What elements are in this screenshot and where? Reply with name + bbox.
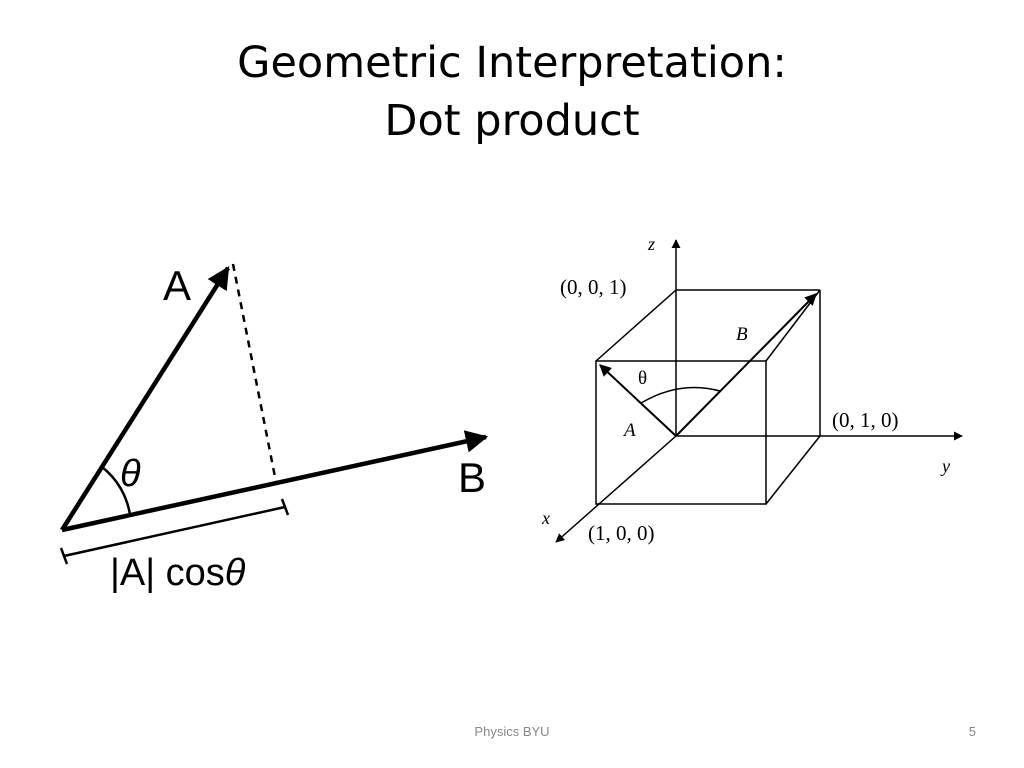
page-number: 5 <box>968 724 976 739</box>
point-y-label: (0, 1, 0) <box>832 408 899 432</box>
cube-diagram: z y x (0, 0, 1) (0, 1, 0) (1, 0, 0) A B … <box>541 234 963 545</box>
vector-a-arrow <box>60 266 230 532</box>
angle-label: θ <box>638 368 647 389</box>
slide-title-line-1: Geometric Interpretation: <box>237 38 787 88</box>
vector-a-label: A <box>163 262 191 309</box>
projection-label-theta: θ <box>225 552 246 594</box>
axis-z-label: z <box>647 234 655 254</box>
point-x-label: (1, 0, 0) <box>588 521 655 545</box>
projection-diagram: A B θ |A| cosθ <box>59 262 489 594</box>
vector-b-label: B <box>458 454 486 501</box>
slide-title-line-2: Dot product <box>384 96 640 146</box>
projection-bracket <box>59 498 290 565</box>
slide-title: Geometric Interpretation: Dot product <box>0 34 1024 150</box>
axis-y-label: y <box>940 456 950 476</box>
projection-label-prefix: |A| cos <box>110 552 225 594</box>
vector-b-arrow <box>61 430 489 533</box>
cube-edges <box>595 289 821 505</box>
projection-label: |A| cosθ <box>110 552 246 594</box>
point-z-label: (0, 0, 1) <box>560 275 627 299</box>
vector-a-arrow <box>599 364 677 437</box>
angle-arc <box>640 386 721 404</box>
angle-label: θ <box>120 453 141 495</box>
footer-text: Physics BYU <box>474 724 550 739</box>
vector-b-label: B <box>736 324 748 345</box>
projection-dashed-line <box>231 263 278 483</box>
angle-arc <box>101 466 132 516</box>
x-axis <box>555 435 677 543</box>
axis-x-label: x <box>541 508 550 528</box>
vector-b-arrow <box>675 293 817 437</box>
vector-a-label: A <box>622 420 636 441</box>
